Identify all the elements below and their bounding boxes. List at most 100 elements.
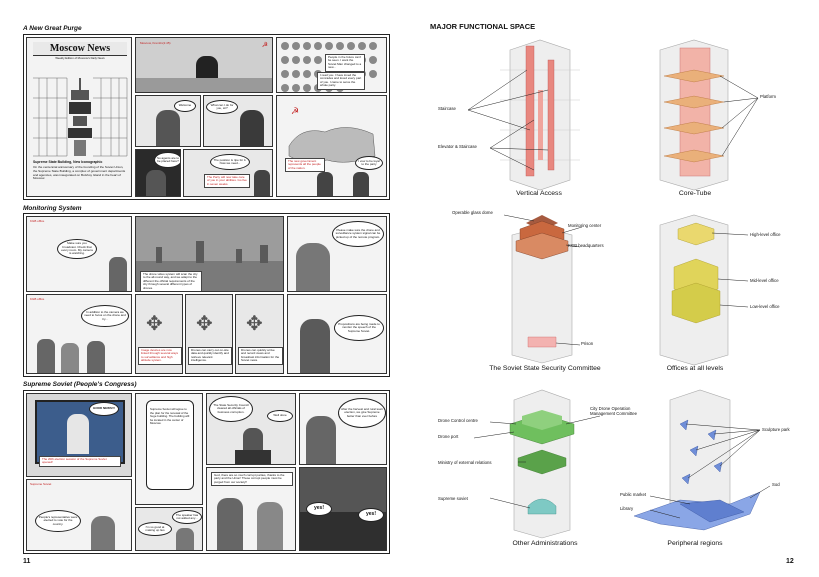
purge-dialog: God, there are so much corrupt parties, … bbox=[211, 472, 293, 487]
label-elevator-staircase: Elevator & Staircase bbox=[438, 144, 477, 149]
drone-caption-3: Drones can quickly arrive and record vie… bbox=[238, 347, 283, 365]
party-dialog: The Party will now take care of you in y… bbox=[204, 174, 250, 189]
label-mid-office: Mid-level office bbox=[750, 278, 779, 283]
well-done-bubble: Well done bbox=[267, 410, 293, 422]
kgb-officer-figure bbox=[109, 257, 127, 291]
welcome-bubble: Welcome bbox=[174, 100, 196, 112]
page-number-right: 12 bbox=[786, 558, 794, 565]
reporter-figure bbox=[300, 319, 330, 373]
label-sod: Sod bbox=[772, 482, 780, 487]
kremlin-tag: Moscow, Kremlin(1:45) bbox=[140, 41, 171, 45]
anchor-figure bbox=[67, 414, 89, 454]
star-icon: ☭ bbox=[291, 106, 300, 116]
angry-figure-2 bbox=[257, 502, 283, 550]
panel-welcome: Welcome bbox=[135, 95, 201, 147]
label-library: Library bbox=[620, 506, 634, 511]
panel-pointing-man: After the harvest and rural town electio… bbox=[299, 393, 387, 465]
tv-caption: The 20th election session of the Supreme… bbox=[39, 456, 121, 467]
diagram-vertical-access: Staircase Elevator & Staircase Vertical … bbox=[430, 30, 620, 200]
angry-figure-1 bbox=[217, 498, 243, 550]
title-administrations: Other Administrations bbox=[512, 540, 578, 547]
position-bubble: The position is ripe for it. Now we need… bbox=[210, 154, 250, 170]
worker-figure-1 bbox=[37, 339, 55, 373]
yes-bubble-1: yes! bbox=[306, 502, 332, 516]
panel-angry-crowd: God, there are so much corrupt parties, … bbox=[206, 467, 296, 551]
drone-icon-1: ✥ bbox=[146, 313, 163, 335]
panel-drone-2: ✥ Drones can carry out on-site data and … bbox=[185, 294, 233, 374]
signal-caption: Image devices are now linked through sev… bbox=[138, 347, 182, 365]
section-title-soviet: Supreme Soviet (People's Congress) bbox=[23, 381, 137, 388]
label-prison: Prison bbox=[581, 341, 594, 346]
drone-caption: The drone video system will scan the cit… bbox=[140, 271, 202, 291]
label-supreme-soviet: Supreme soviet bbox=[438, 496, 468, 501]
right-page-title: MAJOR FUNCTIONAL SPACE bbox=[430, 22, 536, 31]
worker-figure-3 bbox=[87, 341, 105, 373]
podium bbox=[235, 450, 271, 464]
panel-screaming-man: Please make sure the drone and surveilla… bbox=[287, 216, 387, 292]
forever-bubble: I vow to be loyal to the party bbox=[355, 156, 383, 170]
newspaper-panel: Moscow News Weekly Edition of Moscow's D… bbox=[26, 37, 132, 197]
peripheral-drawing bbox=[633, 389, 771, 531]
title-peripheral: Peripheral regions bbox=[667, 540, 723, 547]
strip-great-purge: Moscow News Weekly Edition of Moscow's D… bbox=[23, 34, 390, 200]
panel-assembly: yes! yes! bbox=[299, 467, 387, 551]
read-dialog: I read you. I have loved the comrades an… bbox=[317, 72, 365, 90]
strip-supreme-soviet: GOOD NEWS!!! The 20th election session o… bbox=[23, 390, 390, 554]
phone-text: Supreme Soviet will agree to the plan fo… bbox=[150, 407, 190, 425]
official-figure bbox=[156, 110, 180, 146]
hammer-sickle-icon: ☭ bbox=[261, 42, 268, 49]
panel-kgb-office-2: KGB office In addition to the camera we … bbox=[26, 294, 132, 374]
phone-device bbox=[146, 400, 194, 490]
panel-podium: The State Security Council cleared all o… bbox=[206, 393, 296, 465]
delegate-figure bbox=[91, 516, 115, 550]
panel-drone-3: ✥ Drones can quickly arrive and record v… bbox=[235, 294, 284, 374]
panel-kremlin-window: Moscow, Kremlin(1:45) ☭ bbox=[135, 37, 273, 93]
city-skyline bbox=[136, 78, 272, 92]
label-public-market: Public market bbox=[620, 492, 647, 497]
worker-figure-2 bbox=[61, 343, 79, 373]
vertical-access-drawing bbox=[467, 39, 580, 191]
panel-position: The position is ripe for it. Now we need… bbox=[183, 149, 273, 197]
offices-drawing bbox=[659, 214, 749, 366]
people-dialog: People in the future can't be seen. I wa… bbox=[325, 54, 365, 72]
strip-monitoring: KGB office Make sure you broadcast. Chec… bbox=[23, 213, 390, 377]
label-external-relations: Ministry of external relations bbox=[438, 460, 492, 465]
kgb-drawing bbox=[503, 214, 583, 364]
label-low-office: Low-level office bbox=[750, 304, 780, 309]
panel-what-can-i-do: What can I do for you, sir? bbox=[203, 95, 273, 147]
label-sculpture-park: Sculpture park bbox=[762, 427, 790, 432]
man-figure-2 bbox=[353, 172, 369, 196]
agent-figure bbox=[254, 170, 270, 196]
newspaper-headline: Supreme State Building, New Iconographic bbox=[33, 160, 103, 164]
panel-reporter: Propositions are being made to monitor t… bbox=[287, 294, 387, 374]
title-core-tube: Core-Tube bbox=[678, 190, 712, 197]
panel-map: ☭ The new government represents all the … bbox=[276, 95, 387, 197]
newspaper-building-illustration bbox=[33, 77, 128, 157]
section-title-monitoring: Monitoring System bbox=[23, 205, 82, 212]
kgb-office-tag: KGB office bbox=[30, 219, 45, 223]
man-figure-1 bbox=[317, 172, 333, 196]
drone-icon-2: ✥ bbox=[196, 313, 213, 335]
agents-bubble: So agents are to be placed here? bbox=[154, 152, 180, 168]
panel-tv-news: GOOD NEWS!!! The 20th election session o… bbox=[26, 393, 132, 477]
kgb-office-tag-2: KGB office bbox=[30, 297, 45, 301]
diagram-core-tube: Platform Core-Tube bbox=[620, 30, 810, 200]
shouting-figure bbox=[296, 243, 330, 291]
balance-bubble: In addition to the camera we need to foc… bbox=[81, 305, 129, 327]
newspaper-subline: Weekly Edition of Moscow's Daily News bbox=[55, 56, 105, 60]
diagram-offices: High-level office Mid-level office Low-l… bbox=[620, 205, 810, 375]
what-can-i-do-bubble: What can I do for you, sir? bbox=[206, 100, 238, 114]
page-number-left: 11 bbox=[23, 558, 31, 565]
newspaper-body: On the centennial anniversary of the fou… bbox=[33, 165, 126, 181]
panel-kgb-office: KGB office Make sure you broadcast. Chec… bbox=[26, 216, 132, 292]
panel-portraits: People in the future can't be seen. I wa… bbox=[276, 37, 387, 93]
title-offices: Offices at all levels bbox=[666, 365, 724, 372]
panel-agents: So agents are to be placed here? bbox=[135, 149, 181, 197]
delegate-figure-2 bbox=[176, 528, 194, 550]
supreme-soviet-tag: Supreme Soviet bbox=[30, 482, 52, 486]
title-vertical-access: Vertical Access bbox=[516, 190, 562, 197]
officer-figure bbox=[240, 110, 264, 146]
label-drone-control: Drone Control centre bbox=[438, 418, 478, 423]
panel-supreme-soviet: Supreme Soviet People's representative w… bbox=[26, 479, 132, 551]
people-rep-bubble: People's representative were elected to … bbox=[35, 510, 81, 532]
